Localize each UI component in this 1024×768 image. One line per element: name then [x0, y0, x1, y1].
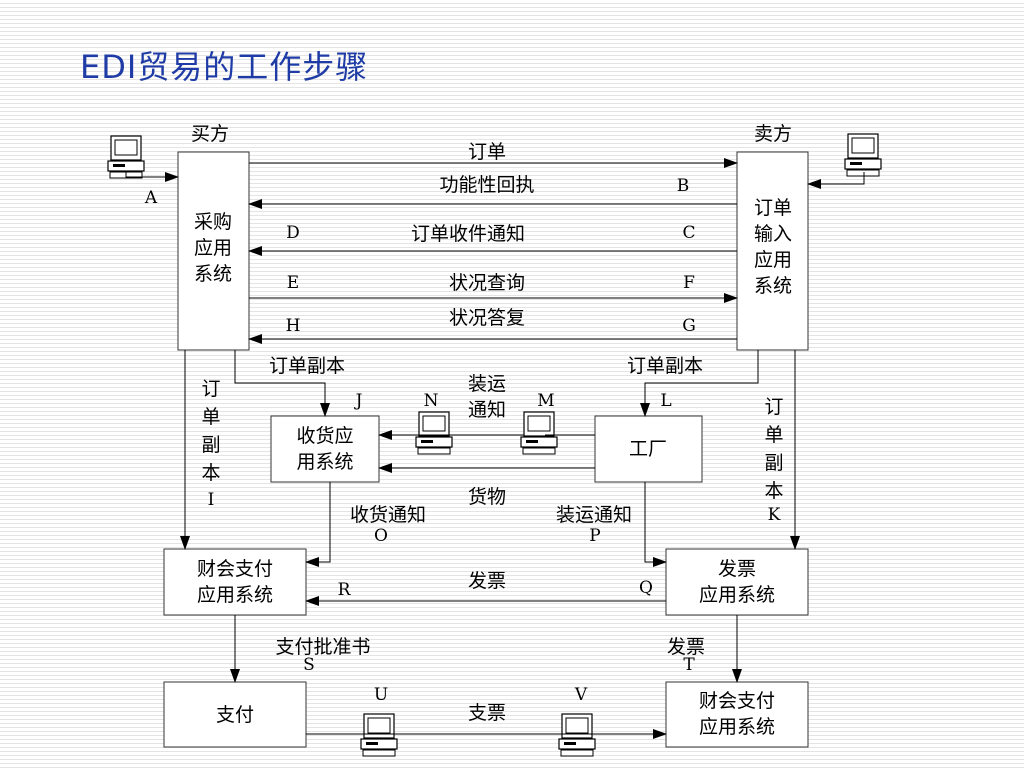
- letter-m: M: [537, 391, 554, 411]
- letter-l: L: [660, 391, 671, 411]
- order-entry-line-3: 应用: [754, 249, 792, 271]
- order-entry-line-1: 订单: [754, 197, 792, 219]
- letter-r: R: [338, 580, 352, 600]
- ship-notice-top-line-1: 装运: [468, 373, 506, 395]
- procurement-line-3: 系统: [194, 263, 232, 285]
- ship-notice-p-label: 装运通知: [556, 504, 632, 526]
- order-entry-system-box: [736, 151, 809, 351]
- invoice-system-line-2: 应用系统: [699, 584, 775, 606]
- procurement-system-box: [177, 151, 250, 351]
- order-copy-k-char-3: 副: [764, 452, 783, 474]
- order-copy-i-char-1: 订: [201, 378, 220, 400]
- order-copy-left-label: 订单副本: [269, 355, 345, 377]
- seller-computer-arrow: [807, 172, 865, 189]
- order-copy-k-char-2: 单: [764, 424, 783, 446]
- payment-label: 支付: [216, 704, 254, 726]
- order-copy-i-char-4: 本: [201, 462, 220, 484]
- order-copy-i-char-3: 副: [201, 434, 220, 456]
- goods-label: 货物: [468, 486, 506, 508]
- letter-u: U: [374, 685, 388, 705]
- computer-icon: [415, 411, 453, 455]
- letter-g: G: [682, 316, 696, 336]
- letter-e: E: [287, 273, 299, 293]
- invoice-system-line-1: 发票: [718, 558, 756, 580]
- letter-a: A: [144, 188, 158, 208]
- computer-icon: [844, 133, 882, 177]
- letter-p: P: [589, 526, 600, 546]
- letter-h: H: [286, 316, 301, 336]
- order-copy-l-arrow: [640, 350, 759, 417]
- receipt-notice-o-label: 收货通知: [350, 504, 426, 526]
- letter-t: T: [683, 655, 695, 675]
- seller-label: 卖方: [754, 123, 792, 145]
- status-query-label: 状况查询: [449, 272, 525, 294]
- letter-i: I: [208, 490, 215, 510]
- receipt-notice-label: 订单收件通知: [411, 223, 525, 245]
- ack-label: 功能性回执: [439, 174, 534, 196]
- computer-icon: [520, 411, 558, 455]
- letter-v: V: [574, 685, 588, 705]
- computer-icon: [107, 135, 145, 179]
- accounting-buyer-line-2: 应用系统: [197, 584, 273, 606]
- letter-j: J: [354, 391, 363, 411]
- letter-k: K: [768, 505, 781, 525]
- factory-box: [594, 415, 703, 483]
- computer-icon: [360, 713, 398, 757]
- letter-d: D: [286, 223, 300, 243]
- procurement-line-1: 采购: [194, 211, 232, 233]
- accounting-buyer-line-1: 财会支付: [197, 558, 273, 580]
- letter-f: F: [683, 273, 695, 293]
- accounting-seller-line-2: 应用系统: [699, 716, 775, 738]
- slide-title: EDI贸易的工作步骤: [80, 48, 369, 86]
- cheque-label: 支票: [468, 702, 506, 724]
- buyer-computer-arrow: [125, 172, 179, 182]
- procurement-line-2: 应用: [194, 237, 232, 259]
- letter-o: O: [374, 526, 388, 546]
- order-entry-line-2: 输入: [754, 223, 792, 245]
- receiving-system-box: [270, 415, 380, 483]
- order-entry-line-4: 系统: [754, 275, 792, 297]
- buyer-label: 买方: [191, 123, 229, 145]
- ship-notice-top-line-2: 通知: [468, 399, 506, 421]
- invoice-r-label: 发票: [468, 570, 506, 592]
- receipt-notice-o-arrow: [305, 482, 331, 567]
- accounting-seller-box: [665, 681, 809, 748]
- pay-approval-label: 支付批准书: [275, 636, 370, 658]
- order-copy-j-arrow: [234, 350, 330, 417]
- letter-c: C: [682, 223, 695, 243]
- order-copy-right-label: 订单副本: [627, 355, 703, 377]
- computer-icon: [558, 713, 596, 757]
- payment-box: [163, 681, 307, 748]
- order-copy-k-char-1: 订: [764, 396, 783, 418]
- letter-q: Q: [639, 578, 653, 598]
- invoice-t-label: 发票: [667, 636, 705, 658]
- letter-b: B: [677, 176, 690, 196]
- receiving-line-1: 收货应: [296, 425, 353, 447]
- order-label: 订单: [468, 141, 506, 163]
- receiving-line-2: 用系统: [296, 451, 353, 473]
- letter-s: S: [303, 655, 315, 675]
- factory-label: 工厂: [629, 438, 667, 460]
- letter-n: N: [424, 391, 439, 411]
- ship-notice-p-arrow: [644, 482, 667, 567]
- accounting-seller-line-1: 财会支付: [699, 690, 775, 712]
- order-copy-i-char-2: 单: [201, 406, 220, 428]
- order-copy-k-char-4: 本: [764, 480, 783, 502]
- status-reply-label: 状况答复: [449, 307, 525, 329]
